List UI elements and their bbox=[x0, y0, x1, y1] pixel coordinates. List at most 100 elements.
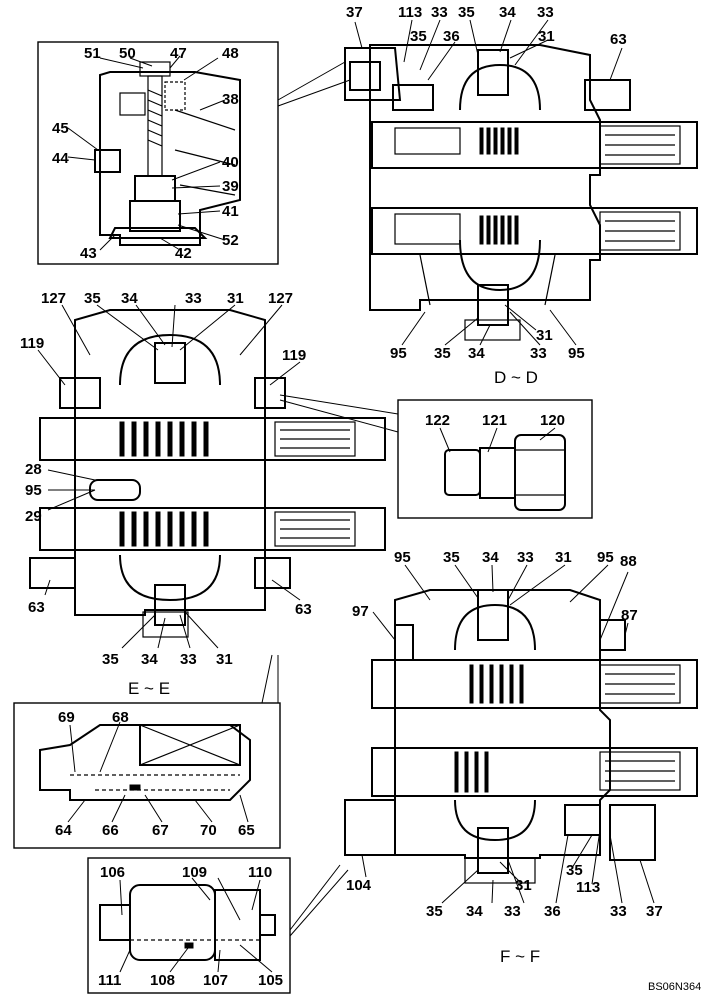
detail-a-frame bbox=[37, 41, 279, 265]
label-40: 40 bbox=[222, 154, 239, 171]
ee-upper-poppet bbox=[154, 342, 186, 384]
ee-label-63-right: 63 bbox=[295, 601, 312, 618]
detail-b-leaders bbox=[439, 427, 556, 453]
ff-label-34-bottom: 34 bbox=[466, 903, 483, 920]
detail-b-callout bbox=[279, 394, 399, 433]
ff-spool-1-lands bbox=[469, 664, 524, 704]
dd-upper-arch bbox=[459, 63, 541, 111]
ff-label-35-bottom: 35 bbox=[426, 903, 443, 920]
ff-spool-2-housing bbox=[371, 747, 698, 797]
detail-d-callout bbox=[289, 864, 349, 937]
ff-label-113: 113 bbox=[576, 879, 600, 896]
ff-label-31-bottom: 31 bbox=[515, 877, 532, 894]
label-121: 121 bbox=[482, 412, 507, 429]
label-107: 107 bbox=[203, 972, 228, 989]
label-64: 64 bbox=[55, 822, 72, 839]
ff-port-87 bbox=[599, 619, 626, 651]
ff-label-35-right: 35 bbox=[566, 862, 583, 879]
dd-relief-cap bbox=[349, 61, 381, 91]
dd-label-95-right: 95 bbox=[568, 345, 585, 362]
detail-c-frame bbox=[13, 702, 281, 849]
detail-d-left-cap bbox=[99, 904, 131, 941]
dd-label-95-left: 95 bbox=[390, 345, 407, 362]
label-122: 122 bbox=[425, 412, 450, 429]
section-title-ee: E ~ E bbox=[128, 679, 170, 698]
label-48: 48 bbox=[222, 45, 239, 62]
ff-check-113 bbox=[564, 804, 601, 836]
dd-lower-poppet bbox=[477, 284, 509, 326]
ee-label-119-left: 119 bbox=[20, 335, 44, 352]
ee-label-127-left: 127 bbox=[41, 290, 66, 307]
dd-label-35-mid: 35 bbox=[410, 28, 427, 45]
label-45: 45 bbox=[52, 120, 69, 137]
ff-port-97 bbox=[394, 624, 414, 661]
dd-label-31-bottom: 31 bbox=[536, 327, 553, 344]
detail-c-body bbox=[39, 724, 251, 801]
detail-c-callout bbox=[261, 654, 279, 704]
ee-label-28: 28 bbox=[25, 461, 42, 478]
ee-label-33-top: 33 bbox=[185, 290, 202, 307]
dd-lower-arch bbox=[459, 239, 541, 292]
label-50: 50 bbox=[119, 45, 136, 62]
dd-check bbox=[392, 84, 434, 111]
ee-label-35-bottom: 35 bbox=[102, 651, 119, 668]
label-44: 44 bbox=[52, 150, 69, 167]
label-109: 109 bbox=[182, 864, 207, 881]
dd-spool-2-left bbox=[394, 213, 461, 245]
label-69: 69 bbox=[58, 709, 75, 726]
ff-spring-1-coils bbox=[605, 673, 675, 695]
ff-spring-2-coils bbox=[605, 760, 675, 782]
label-65: 65 bbox=[238, 822, 255, 839]
dd-label-63: 63 bbox=[610, 31, 627, 48]
dd-spool-2-spring bbox=[599, 211, 681, 251]
ee-label-95: 95 bbox=[25, 482, 42, 499]
ff-spool-2-lands bbox=[454, 751, 489, 793]
detail-d-body bbox=[129, 884, 216, 961]
ff-label-33-top: 33 bbox=[517, 549, 534, 566]
ff-spool-2-spring bbox=[599, 751, 681, 791]
ee-plug-119-right bbox=[254, 377, 286, 409]
detail-c-leaders bbox=[67, 721, 249, 823]
dd-body bbox=[369, 44, 601, 311]
ee-label-119-right: 119 bbox=[282, 347, 306, 364]
adapter-hex-edges bbox=[515, 449, 565, 496]
ee-port-63-right bbox=[254, 557, 291, 589]
dd-label-36: 36 bbox=[443, 28, 460, 45]
detail-d-tip bbox=[259, 914, 276, 936]
label-47: 47 bbox=[170, 45, 187, 62]
dd-label-31-top: 31 bbox=[538, 28, 555, 45]
dd-port-63 bbox=[584, 79, 631, 111]
section-title-dd: D ~ D bbox=[494, 368, 538, 387]
ee-leaders bbox=[37, 304, 301, 649]
ee-label-31-bottom: 31 bbox=[216, 651, 233, 668]
ee-spring-1-coils bbox=[280, 429, 350, 449]
ff-spool-1-housing bbox=[371, 659, 698, 709]
dd-label-35-top: 35 bbox=[458, 4, 475, 21]
dd-spool-1-lands bbox=[479, 127, 519, 155]
dd-lower-block bbox=[464, 319, 521, 341]
ee-body bbox=[74, 309, 266, 616]
ee-label-127-right: 127 bbox=[268, 290, 293, 307]
dd-leaders bbox=[354, 19, 623, 346]
dd-spool-1-housing bbox=[371, 121, 698, 169]
detail-d-frame bbox=[87, 857, 291, 994]
ee-lower-arch bbox=[119, 554, 221, 602]
dd-relief-valve bbox=[344, 47, 402, 101]
ee-spring-2-coils bbox=[280, 519, 350, 539]
label-42: 42 bbox=[175, 245, 192, 262]
ff-label-95-right: 95 bbox=[597, 549, 614, 566]
ff-lower-block bbox=[464, 857, 536, 884]
ee-spool-1-housing bbox=[39, 417, 386, 461]
ff-spool-1-spring bbox=[599, 664, 681, 704]
label-105: 105 bbox=[258, 972, 283, 989]
dd-spool-2-lands bbox=[479, 215, 519, 245]
ff-relief-104 bbox=[344, 799, 396, 856]
poppet bbox=[134, 175, 176, 202]
ff-upper-poppet bbox=[477, 589, 509, 641]
label-66: 66 bbox=[102, 822, 119, 839]
side-port bbox=[119, 92, 146, 116]
dd-label-33-bottom: 33 bbox=[530, 345, 547, 362]
ff-label-95-left: 95 bbox=[394, 549, 411, 566]
detail-c: 69 68 64 66 67 70 65 bbox=[13, 654, 281, 849]
